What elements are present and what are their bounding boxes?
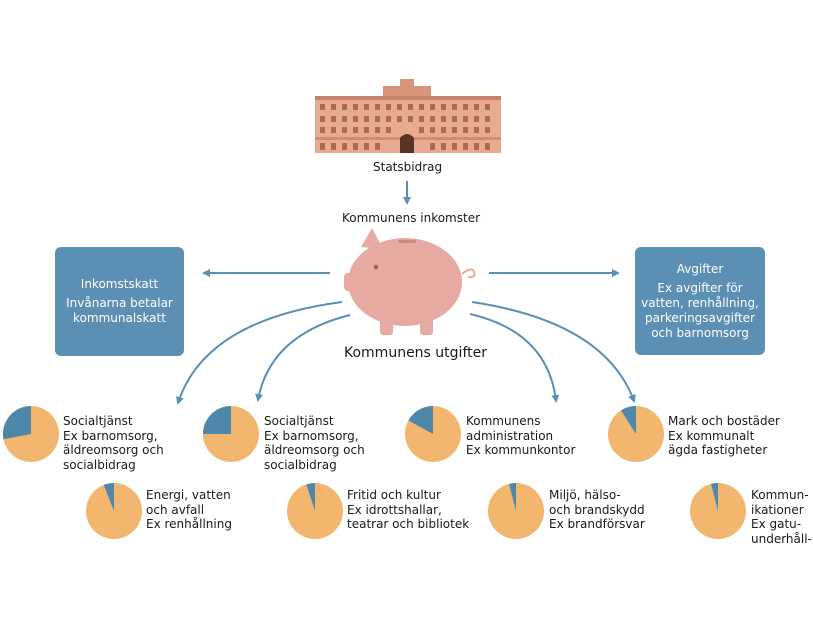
expense-label: Socialtjänst Ex barnomsorg, äldreomsorg … — [63, 414, 164, 472]
income-tax-line-1: Invånarna betalar — [66, 296, 173, 310]
expense-pie — [86, 483, 142, 539]
pie-slice — [2, 406, 32, 440]
parliament-building-icon — [315, 79, 501, 153]
fees-box: Avgifter Ex avgifter för vatten, renhåll… — [635, 247, 765, 355]
pie-slice — [620, 406, 636, 434]
expense-pie — [203, 406, 259, 462]
fees-line-4: och barnomsorg — [651, 325, 749, 340]
expense-label: Mark och bostäder Ex kommunalt ägda fast… — [668, 414, 780, 457]
piggy-bank-icon — [344, 228, 476, 335]
expense-label: Kommun- ikationer Ex gatu- underhåll- — [751, 488, 812, 546]
expense-label: Miljö, hälso- och brandskydd Ex brandför… — [549, 488, 645, 531]
fees-line-3: parkeringsavgifter — [645, 310, 755, 325]
pie-slice — [509, 483, 516, 511]
pie-slice — [408, 406, 433, 434]
arrow-to-expense-3 — [469, 313, 560, 403]
expense-pie — [608, 406, 664, 462]
expenses-title: Kommunens utgifter — [344, 345, 487, 361]
fees-line-1: Ex avgifter för — [657, 280, 743, 295]
pie-slice — [103, 483, 114, 511]
pie-slice — [203, 406, 231, 434]
expense-label: Fritid och kultur Ex idrottshallar, teat… — [347, 488, 470, 531]
expense-label: Kommunens administration Ex kommunkontor — [466, 414, 576, 457]
expense-label: Energi, vatten och avfall Ex renhållning — [146, 488, 232, 531]
arrow-to-expense-4 — [471, 301, 636, 403]
pie-slice — [711, 483, 718, 511]
expense-pie — [2, 406, 59, 462]
pie-slice — [306, 483, 315, 511]
expense-pie — [488, 483, 544, 539]
income-tax-line-2: kommunalskatt — [73, 311, 166, 325]
fees-line-2: vatten, renhållning, — [641, 295, 759, 310]
income-tax-title: Inkomstskatt — [80, 277, 159, 291]
expense-pie — [405, 406, 461, 462]
expense-label: Socialtjänst Ex barnomsorg, äldreomsorg … — [264, 414, 365, 472]
income-tax-box: Inkomstskatt Invånarna betalar kommunals… — [55, 247, 184, 356]
arrow-to-expense-1 — [176, 301, 343, 405]
expense-pie — [287, 483, 343, 539]
expense-pie — [690, 483, 746, 539]
arrow-to-expense-2 — [255, 314, 351, 402]
building-label: Statsbidrag — [373, 160, 443, 174]
income-title: Kommunens inkomster — [342, 211, 481, 225]
fees-title: Avgifter — [676, 261, 724, 276]
